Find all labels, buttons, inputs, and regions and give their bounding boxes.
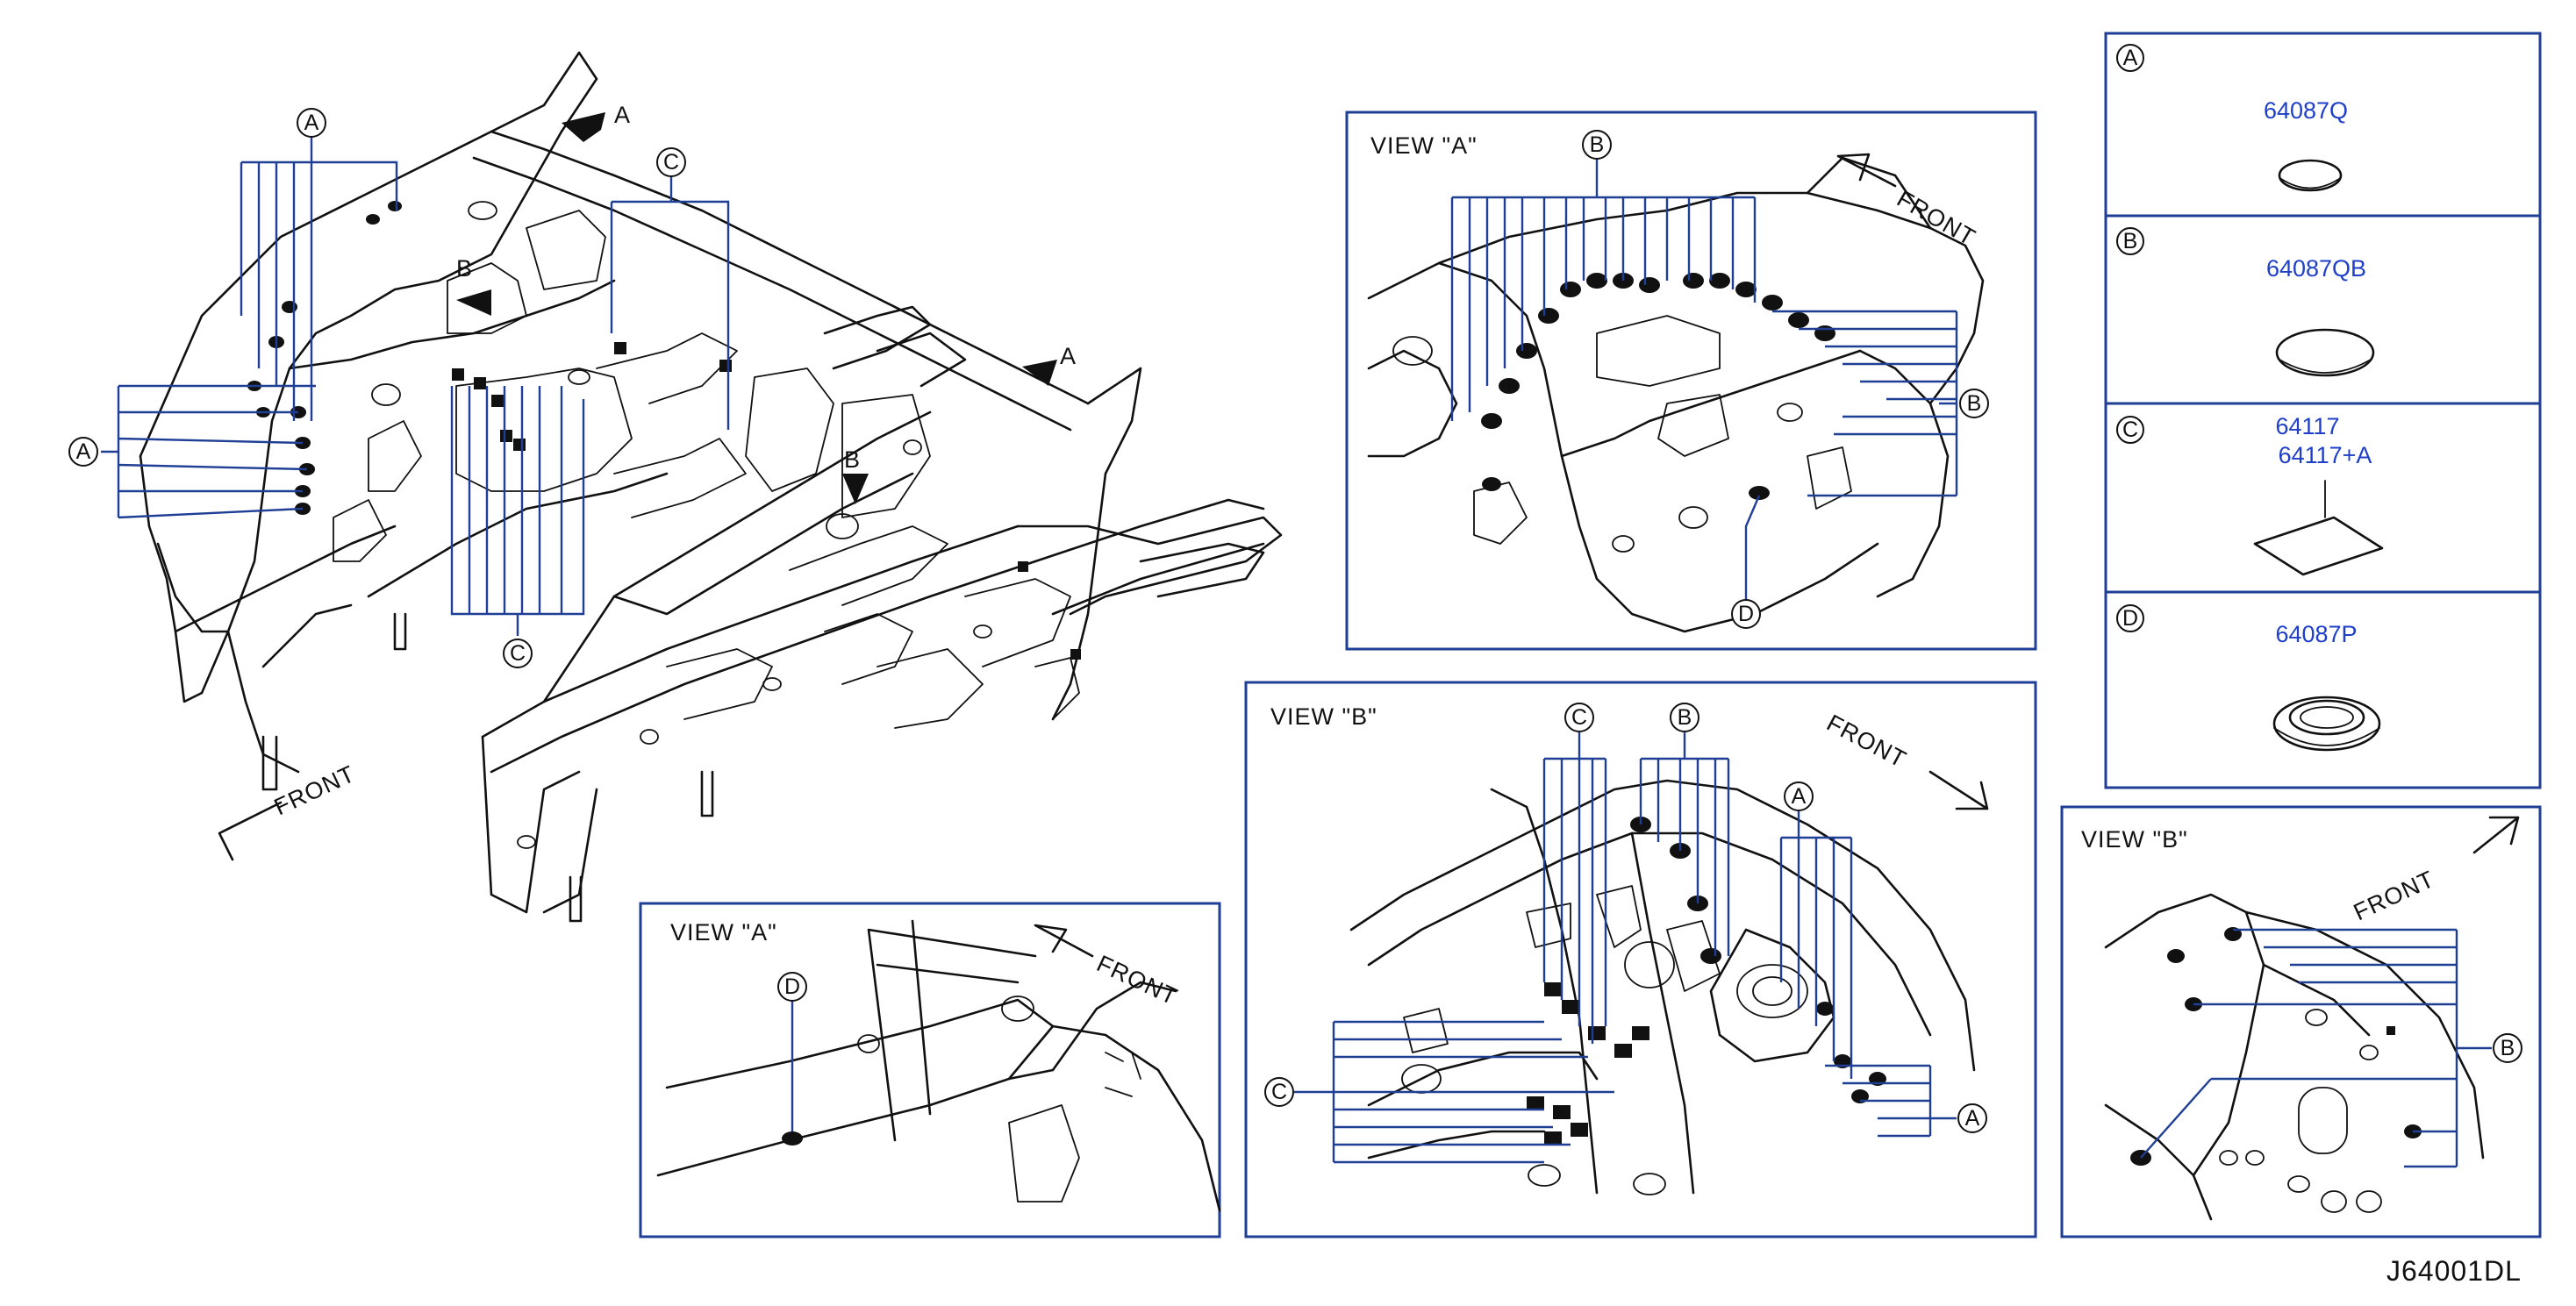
svg-text:A: A bbox=[304, 111, 319, 135]
svg-text:A: A bbox=[1965, 1106, 1980, 1131]
svg-text:VIEW "A": VIEW "A" bbox=[670, 919, 777, 946]
callout-b-view-b-right: B bbox=[2493, 1033, 2522, 1063]
svg-text:VIEW "A": VIEW "A" bbox=[1370, 132, 1478, 159]
arrow-label-a-right: A bbox=[1060, 343, 1077, 369]
svg-text:64117: 64117 bbox=[2275, 413, 2339, 439]
svg-text:B: B bbox=[1590, 132, 1605, 157]
svg-text:64117+A: 64117+A bbox=[2279, 442, 2372, 468]
legend-row-a: A 64087Q bbox=[2116, 44, 2348, 192]
svg-text:A: A bbox=[2123, 46, 2138, 70]
svg-text:B: B bbox=[1967, 391, 1982, 416]
svg-text:VIEW "B": VIEW "B" bbox=[1270, 703, 1377, 730]
legend-row-d: D 64087P bbox=[2116, 604, 2381, 752]
callout-a-view-b-top: A bbox=[1784, 781, 1814, 811]
svg-text:C: C bbox=[1271, 1080, 1287, 1104]
callout-d-view-a-large: D bbox=[1731, 599, 1761, 629]
svg-text:FRONT: FRONT bbox=[2350, 866, 2438, 926]
large-round-plug-icon bbox=[2275, 328, 2375, 377]
svg-text:FRONT: FRONT bbox=[1822, 710, 1911, 773]
callout-d-view-a-small: D bbox=[777, 972, 807, 1002]
svg-text:B: B bbox=[2501, 1036, 2515, 1060]
callout-c-top: C bbox=[656, 147, 686, 177]
arrow-label-a: A bbox=[614, 102, 631, 128]
arrow-label-b-center: B bbox=[844, 446, 861, 473]
view-a-detail-small: VIEW "A" D FRONT bbox=[639, 902, 1221, 1238]
legend-row-c: C 64117 64117+A bbox=[2116, 413, 2384, 576]
view-a-detail-large: VIEW "A" bbox=[1345, 111, 2037, 651]
view-b-detail-right: VIEW "B" B FRONT bbox=[2060, 805, 2542, 1238]
svg-text:64087QB: 64087QB bbox=[2266, 255, 2366, 282]
svg-text:FRONT: FRONT bbox=[1893, 185, 1980, 251]
svg-text:B: B bbox=[1678, 705, 1692, 730]
front-arrow-view-b-right: FRONT bbox=[2350, 816, 2520, 926]
callout-c-bottom: C bbox=[503, 639, 533, 668]
svg-text:C: C bbox=[663, 150, 679, 175]
svg-text:VIEW "B": VIEW "B" bbox=[2081, 826, 2188, 853]
front-arrow-main: FRONT bbox=[218, 760, 359, 861]
square-patch-icon bbox=[2253, 516, 2384, 576]
callout-b-view-a-right: B bbox=[1959, 389, 1989, 418]
svg-text:B: B bbox=[2123, 229, 2138, 253]
svg-text:FRONT: FRONT bbox=[1092, 950, 1181, 1010]
svg-text:A: A bbox=[1792, 784, 1807, 809]
front-arrow-view-b-center: FRONT bbox=[1822, 710, 1989, 810]
svg-text:D: D bbox=[1738, 602, 1754, 626]
callout-a-top: A bbox=[297, 108, 326, 138]
svg-text:C: C bbox=[510, 641, 526, 666]
svg-text:C: C bbox=[1571, 705, 1587, 730]
callout-c-view-b-top: C bbox=[1564, 703, 1594, 732]
svg-text:A: A bbox=[76, 439, 91, 464]
svg-text:D: D bbox=[2122, 606, 2138, 631]
callout-b-view-b-top: B bbox=[1670, 703, 1699, 732]
callout-c-view-b-left: C bbox=[1264, 1077, 1294, 1107]
svg-text:64087Q: 64087Q bbox=[2264, 97, 2348, 124]
main-body-structure: FRONT bbox=[101, 51, 1283, 923]
diagram-code: J64001DL bbox=[2386, 1255, 2522, 1287]
view-b-detail-center: VIEW "B" bbox=[1244, 681, 2037, 1238]
svg-text:FRONT: FRONT bbox=[270, 760, 359, 821]
front-arrow-view-a-small: FRONT bbox=[1034, 924, 1182, 1010]
parts-legend: A 64087Q B 64087QB C 64117 64117+A D 640… bbox=[2104, 32, 2542, 789]
arrow-label-b: B bbox=[456, 255, 473, 282]
svg-text:C: C bbox=[2122, 417, 2138, 442]
callout-a-left: A bbox=[68, 437, 98, 467]
flat-round-plug-icon bbox=[2278, 159, 2343, 192]
svg-text:D: D bbox=[784, 974, 800, 999]
svg-text:64087P: 64087P bbox=[2275, 621, 2357, 647]
callout-b-view-a-top: B bbox=[1582, 130, 1612, 160]
callout-a-view-b-right: A bbox=[1957, 1103, 1987, 1133]
legend-row-b: B 64087QB bbox=[2116, 227, 2375, 377]
front-arrow-view-a-large: FRONT bbox=[1836, 153, 1980, 251]
flanged-grommet-icon bbox=[2272, 696, 2381, 752]
